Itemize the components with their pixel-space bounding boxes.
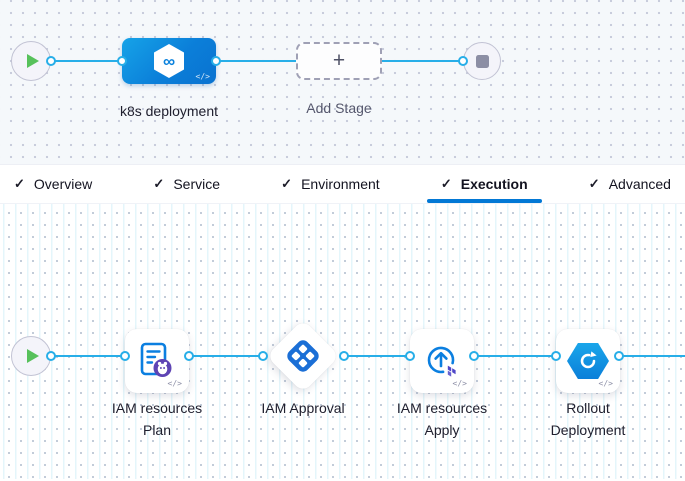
step-node-iam-approval[interactable]: [266, 319, 340, 393]
step-node-rollout-deployment[interactable]: </>: [556, 329, 620, 393]
terraform-logo: [447, 365, 456, 377]
step-label: IAM resources Apply: [396, 400, 488, 438]
edge: [474, 355, 556, 357]
connector-dot[interactable]: [469, 351, 479, 361]
plus-icon: +: [332, 48, 346, 72]
connector-dot[interactable]: [458, 56, 468, 66]
play-icon: [27, 54, 39, 68]
tab-advanced[interactable]: ✓ Advanced: [589, 165, 671, 203]
stop-icon: [475, 54, 489, 68]
harness-approval-icon: [279, 332, 327, 380]
pipeline-start-node[interactable]: [11, 41, 51, 81]
connector-dot[interactable]: [258, 351, 268, 361]
step-label: Rollout Deployment: [550, 400, 626, 438]
add-stage-label: Add Stage: [306, 100, 372, 116]
connector-dot[interactable]: [120, 351, 130, 361]
tab-label: Advanced: [608, 176, 671, 192]
execution-start-node[interactable]: [11, 336, 51, 376]
connector-dot[interactable]: [46, 351, 56, 361]
step-node-iam-resources-apply[interactable]: </>: [410, 329, 474, 393]
stage-label: k8s deployment: [119, 103, 219, 119]
step-label: IAM Approval: [261, 400, 345, 416]
rollout-deployment-icon: [567, 343, 609, 379]
code-view-icon: </>: [195, 72, 210, 81]
edge-stage-to-addstage: [216, 60, 296, 62]
edge: [51, 355, 125, 357]
tofu-plan-icon: [138, 341, 176, 381]
check-icon: ✓: [588, 176, 600, 191]
check-icon: ✓: [153, 176, 165, 191]
pipeline-end-node[interactable]: [463, 42, 501, 80]
edge: [619, 355, 685, 357]
tab-label: Execution: [460, 176, 528, 192]
connector-dot[interactable]: [117, 56, 127, 66]
connector-dot[interactable]: [339, 351, 349, 361]
stage-config-tabbar: ✓ Overview ✓ Service ✓ Environment ✓ Exe…: [0, 164, 685, 204]
tab-execution[interactable]: ✓ Execution: [426, 165, 542, 203]
code-view-icon: </>: [598, 379, 613, 388]
tab-overview[interactable]: ✓ Overview: [14, 165, 92, 203]
tab-label: Service: [173, 176, 221, 192]
active-tab-underline: [426, 199, 542, 203]
code-view-icon: </>: [452, 379, 467, 388]
edge-addstage-to-end: [382, 60, 463, 62]
edge: [189, 355, 263, 357]
connector-dot[interactable]: [405, 351, 415, 361]
edge: [344, 355, 410, 357]
check-icon: ✓: [281, 176, 293, 191]
check-icon: ✓: [14, 176, 25, 191]
add-stage-button[interactable]: +: [296, 42, 382, 80]
connector-dot[interactable]: [614, 351, 624, 361]
connector-dot[interactable]: [184, 351, 194, 361]
tab-service[interactable]: ✓ Service: [153, 165, 220, 203]
check-icon: ✓: [440, 176, 452, 191]
harness-cd-stage-icon: ∞: [154, 44, 184, 78]
code-view-icon: </>: [167, 379, 182, 388]
step-node-iam-resources-plan[interactable]: </>: [125, 329, 189, 393]
terraform-apply-icon: [422, 341, 462, 381]
edge-start-to-stage: [51, 60, 122, 62]
stage-graph-canvas: ∞ </> + k8s deployment Add Stage: [0, 0, 685, 164]
tab-label: Environment: [301, 176, 380, 192]
tab-environment[interactable]: ✓ Environment: [281, 165, 380, 203]
execution-graph-canvas: </> <: [0, 204, 685, 479]
connector-dot[interactable]: [211, 56, 221, 66]
step-label: IAM resources Plan: [111, 400, 203, 438]
connector-dot[interactable]: [46, 56, 56, 66]
play-icon: [27, 349, 39, 363]
stage-node-k8s-deployment[interactable]: ∞ </>: [122, 38, 216, 84]
connector-dot[interactable]: [551, 351, 561, 361]
tab-label: Overview: [33, 176, 93, 192]
